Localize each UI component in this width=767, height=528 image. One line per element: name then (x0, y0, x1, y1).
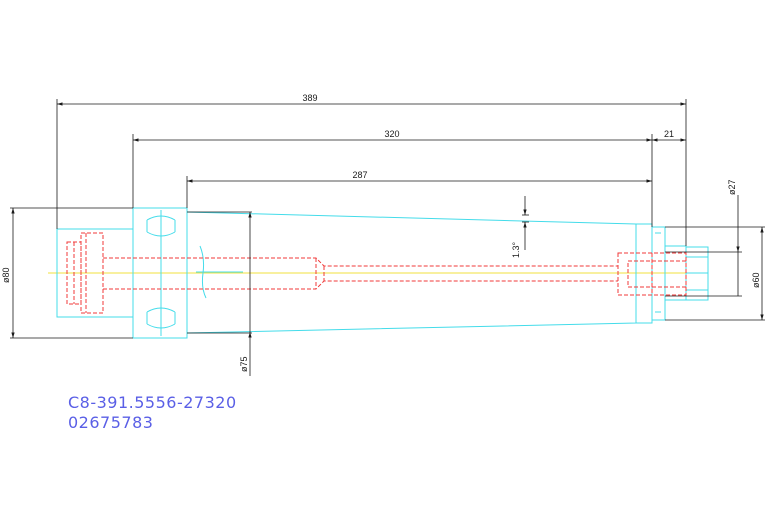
part-number: C8-391.5556-27320 (68, 393, 237, 412)
dim-dia-pilot: ø27 (727, 179, 737, 195)
dimension-lines (10, 99, 765, 376)
dim-overall-length: 389 (302, 93, 317, 103)
dim-taper-length: 320 (384, 129, 399, 139)
dimension-labels: 389 320 21 287 ø80 ø75 ø27 ø60 1.3° (1, 93, 761, 372)
flange-slot-icon (146, 210, 176, 336)
dim-bore-depth: 287 (352, 170, 367, 180)
dim-dia-flange: ø80 (1, 267, 11, 283)
hidden-features (66, 232, 687, 314)
break-symbol-icon (196, 245, 243, 299)
dim-taper-angle: 1.3° (511, 241, 521, 258)
dim-flange-length: 21 (664, 129, 674, 139)
dim-dia-end: ø60 (751, 272, 761, 288)
item-code: 02675783 (68, 413, 154, 432)
dim-dia-taper-large: ø75 (239, 356, 249, 372)
